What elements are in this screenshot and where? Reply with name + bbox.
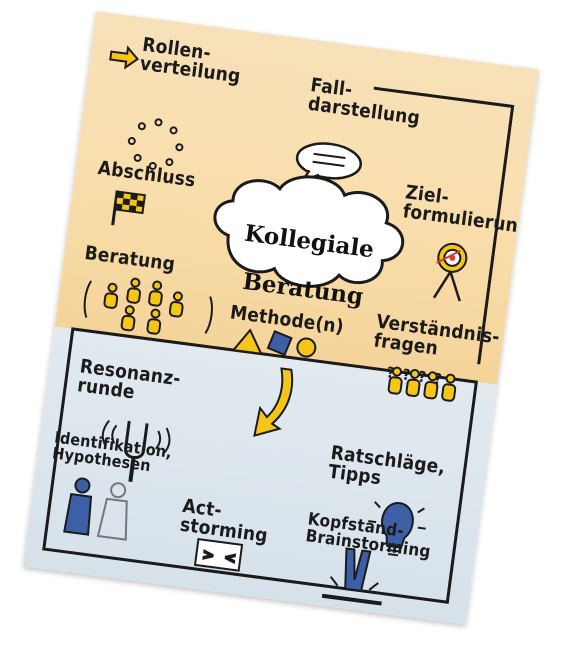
tuning-fork-icon xyxy=(101,419,171,482)
lightbulb-icon xyxy=(368,501,426,557)
role-dots-icon xyxy=(127,118,184,170)
svg-text:<: < xyxy=(223,550,237,567)
down-arrow-icon xyxy=(253,367,294,437)
headstand-icon xyxy=(321,547,382,606)
sketchnote-sheet: > < Kollegiale Beratung Rollen- verteilu… xyxy=(23,11,539,625)
shapes-icon xyxy=(231,328,317,358)
title-line-1: Kollegiale xyxy=(242,219,376,264)
svg-text:>: > xyxy=(201,547,215,564)
question-people-icon xyxy=(387,366,457,402)
people-group-icon xyxy=(83,277,213,335)
center-title: Kollegiale Beratung xyxy=(237,198,378,311)
question-mark: ? xyxy=(432,369,451,390)
target-icon xyxy=(432,242,468,302)
stage-icon: > < xyxy=(193,537,244,572)
two-people-icon xyxy=(63,477,128,541)
flag-icon xyxy=(111,190,146,226)
frame-box-bottom xyxy=(42,327,478,604)
arrow-icon xyxy=(109,45,140,70)
sketch-drawing-layer: > < xyxy=(42,45,515,606)
title-cloud xyxy=(213,175,405,288)
frame-line-top xyxy=(373,86,515,365)
